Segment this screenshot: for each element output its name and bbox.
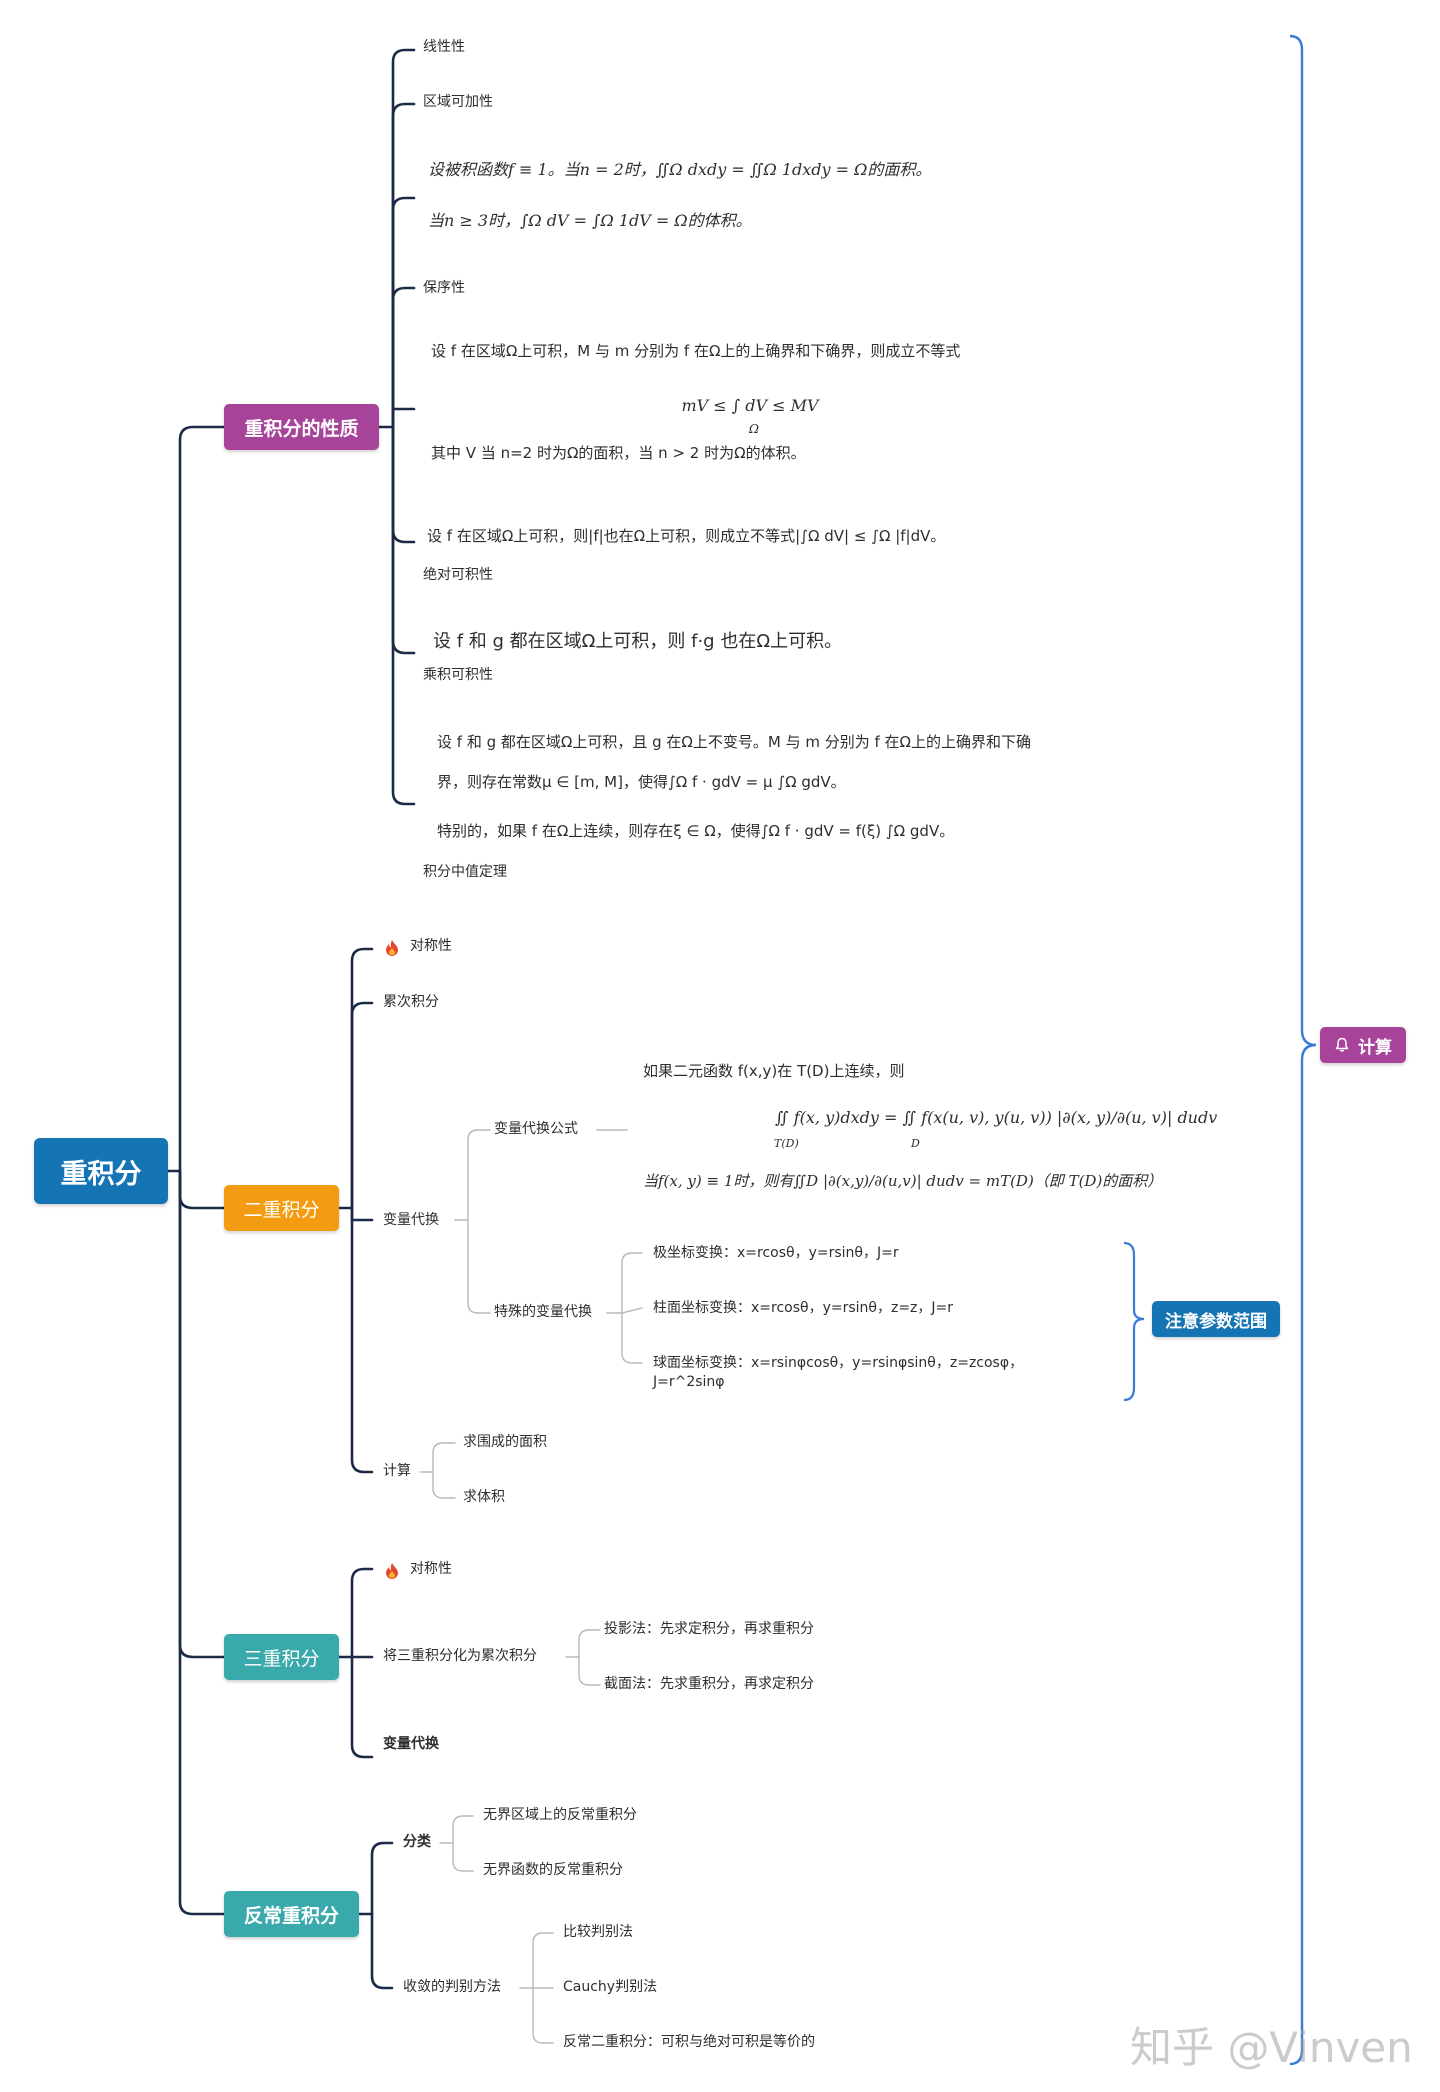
improper-integral-node[interactable]: 反常重积分 xyxy=(224,1891,359,1937)
summary-bracket xyxy=(1289,34,1317,2066)
triple-integral-node[interactable]: 三重积分 xyxy=(224,1634,339,1680)
triple-symmetry-label[interactable]: 对称性 xyxy=(410,1561,452,1577)
measure-formula-3d: 当n ≥ 3时，∫Ω dV = ∫Ω 1dV = Ω的体积。 xyxy=(428,211,752,230)
mean-value-description-1: 设 f 和 g 都在区域Ω上可积，且 g 在Ω上不变号。M 与 m 分别为 f … xyxy=(437,733,1031,751)
mean-value-description-2: 界，则存在常数μ ∈ [m, M]，使得∫Ω f · gdV = μ ∫Ω gd… xyxy=(437,773,846,791)
cauchy-test-label[interactable]: Cauchy判别法 xyxy=(563,1979,658,1995)
double-calc-label[interactable]: 计算 xyxy=(383,1463,411,1479)
formula-area-note: 当f(x, y) ≡ 1时，则有∬D |∂(x,y)/∂(u,v)| dudv … xyxy=(643,1172,1163,1190)
fire-icon xyxy=(386,1563,398,1579)
equivalence-label[interactable]: 反常二重积分：可积与绝对可积是等价的 xyxy=(563,2034,815,2050)
double-substitution-label[interactable]: 变量代换 xyxy=(383,1212,439,1228)
summary-calc-node[interactable]: 计算 xyxy=(1320,1027,1406,1063)
absolute-description: 设 f 在区域Ω上可积，则|f|也在Ω上可积，则成立不等式|∫Ω dV| ≤ ∫… xyxy=(427,527,946,545)
measure-formula-2d: 设被积函数f ≡ 1。当n = 2时，∬Ω dxdy = ∬Ω 1dxdy = … xyxy=(428,160,932,179)
substitution-formula-label[interactable]: 变量代换公式 xyxy=(494,1121,578,1137)
fire-icon xyxy=(386,940,398,956)
section-method[interactable]: 截面法：先求重积分，再求定积分 xyxy=(604,1676,814,1692)
polar-transform[interactable]: 极坐标变换：x=rcosθ，y=rsinθ，J=r xyxy=(653,1245,899,1261)
linearity-label[interactable]: 线性性 xyxy=(423,39,465,55)
volume-label[interactable]: 求体积 xyxy=(463,1489,505,1505)
spherical-transform-line1[interactable]: 球面坐标变换：x=rsinφcosθ，y=rsinφsinθ，z=zcosφ， xyxy=(653,1355,1024,1371)
parameter-range-note[interactable]: 注意参数范围 xyxy=(1152,1301,1280,1337)
absolute-integrability-label[interactable]: 绝对可积性 xyxy=(423,567,493,583)
note-bracket xyxy=(1123,1241,1145,1402)
product-integrability-label[interactable]: 乘积可积性 xyxy=(423,667,493,683)
iterated-integral-label[interactable]: 累次积分 xyxy=(383,994,439,1010)
formula-subscript-left: T(D) xyxy=(774,1137,799,1150)
additivity-label[interactable]: 区域可加性 xyxy=(423,94,493,110)
area-label[interactable]: 求围成的面积 xyxy=(463,1434,547,1450)
convergence-criteria-label[interactable]: 收敛的判别方法 xyxy=(403,1979,501,1995)
branch-line-properties xyxy=(178,425,226,1173)
double-integral-node[interactable]: 二重积分 xyxy=(224,1185,339,1231)
formula-intro: 如果二元函数 f(x,y)在 T(D)上连续，则 xyxy=(643,1062,905,1080)
order-label[interactable]: 保序性 xyxy=(423,280,465,296)
mean-value-theorem-label[interactable]: 积分中值定理 xyxy=(423,864,507,880)
watermark: 知乎 @Vinven xyxy=(1130,2023,1413,2072)
bell-icon xyxy=(1335,1037,1349,1052)
order-formula-subscript: Ω xyxy=(749,422,759,436)
mean-value-description-3: 特别的，如果 f 在Ω上连续，则存在ξ ∈ Ω，使得∫Ω f · gdV = f… xyxy=(437,822,955,840)
branch-line-double xyxy=(178,1169,226,1210)
substitution-formula: ∬ f(x, y)dxdy = ∬ f(x(u, v), y(u, v)) |∂… xyxy=(775,1108,1218,1127)
branch-line-triple xyxy=(178,1169,226,1659)
comparison-test-label[interactable]: 比较判别法 xyxy=(563,1924,633,1940)
special-substitution-label[interactable]: 特殊的变量代换 xyxy=(494,1304,592,1320)
unbounded-region-label[interactable]: 无界区域上的反常重积分 xyxy=(483,1807,637,1823)
summary-calc-label: 计算 xyxy=(1358,1037,1392,1058)
cylindrical-transform[interactable]: 柱面坐标变换：x=rcosθ，y=rsinθ，z=z，J=r xyxy=(653,1300,954,1316)
formula-subscript-right: D xyxy=(911,1137,920,1150)
unbounded-function-label[interactable]: 无界函数的反常重积分 xyxy=(483,1862,623,1878)
spherical-transform-line2: J=r^2sinφ xyxy=(653,1374,725,1390)
properties-node[interactable]: 重积分的性质 xyxy=(224,404,379,450)
triple-substitution-label[interactable]: 变量代换 xyxy=(383,1736,439,1752)
order-description: 设 f 在区域Ω上可积，M 与 m 分别为 f 在Ω上的上确界和下确界，则成立不… xyxy=(431,342,961,360)
root-node[interactable]: 重积分 xyxy=(34,1138,168,1204)
reduce-to-iterated-label[interactable]: 将三重积分化为累次积分 xyxy=(383,1648,537,1664)
classification-label[interactable]: 分类 xyxy=(403,1834,431,1850)
projection-method[interactable]: 投影法：先求定积分，再求重积分 xyxy=(604,1621,814,1637)
order-formula: mV ≤ ∫ dV ≤ MV xyxy=(681,396,819,415)
product-description: 设 f 和 g 都在区域Ω上可积，则 f·g 也在Ω上可积。 xyxy=(433,631,843,652)
branch-line-improper xyxy=(178,1169,226,1916)
order-note: 其中 V 当 n=2 时为Ω的面积，当 n > 2 时为Ω的体积。 xyxy=(431,444,806,462)
double-symmetry-label[interactable]: 对称性 xyxy=(410,938,452,954)
